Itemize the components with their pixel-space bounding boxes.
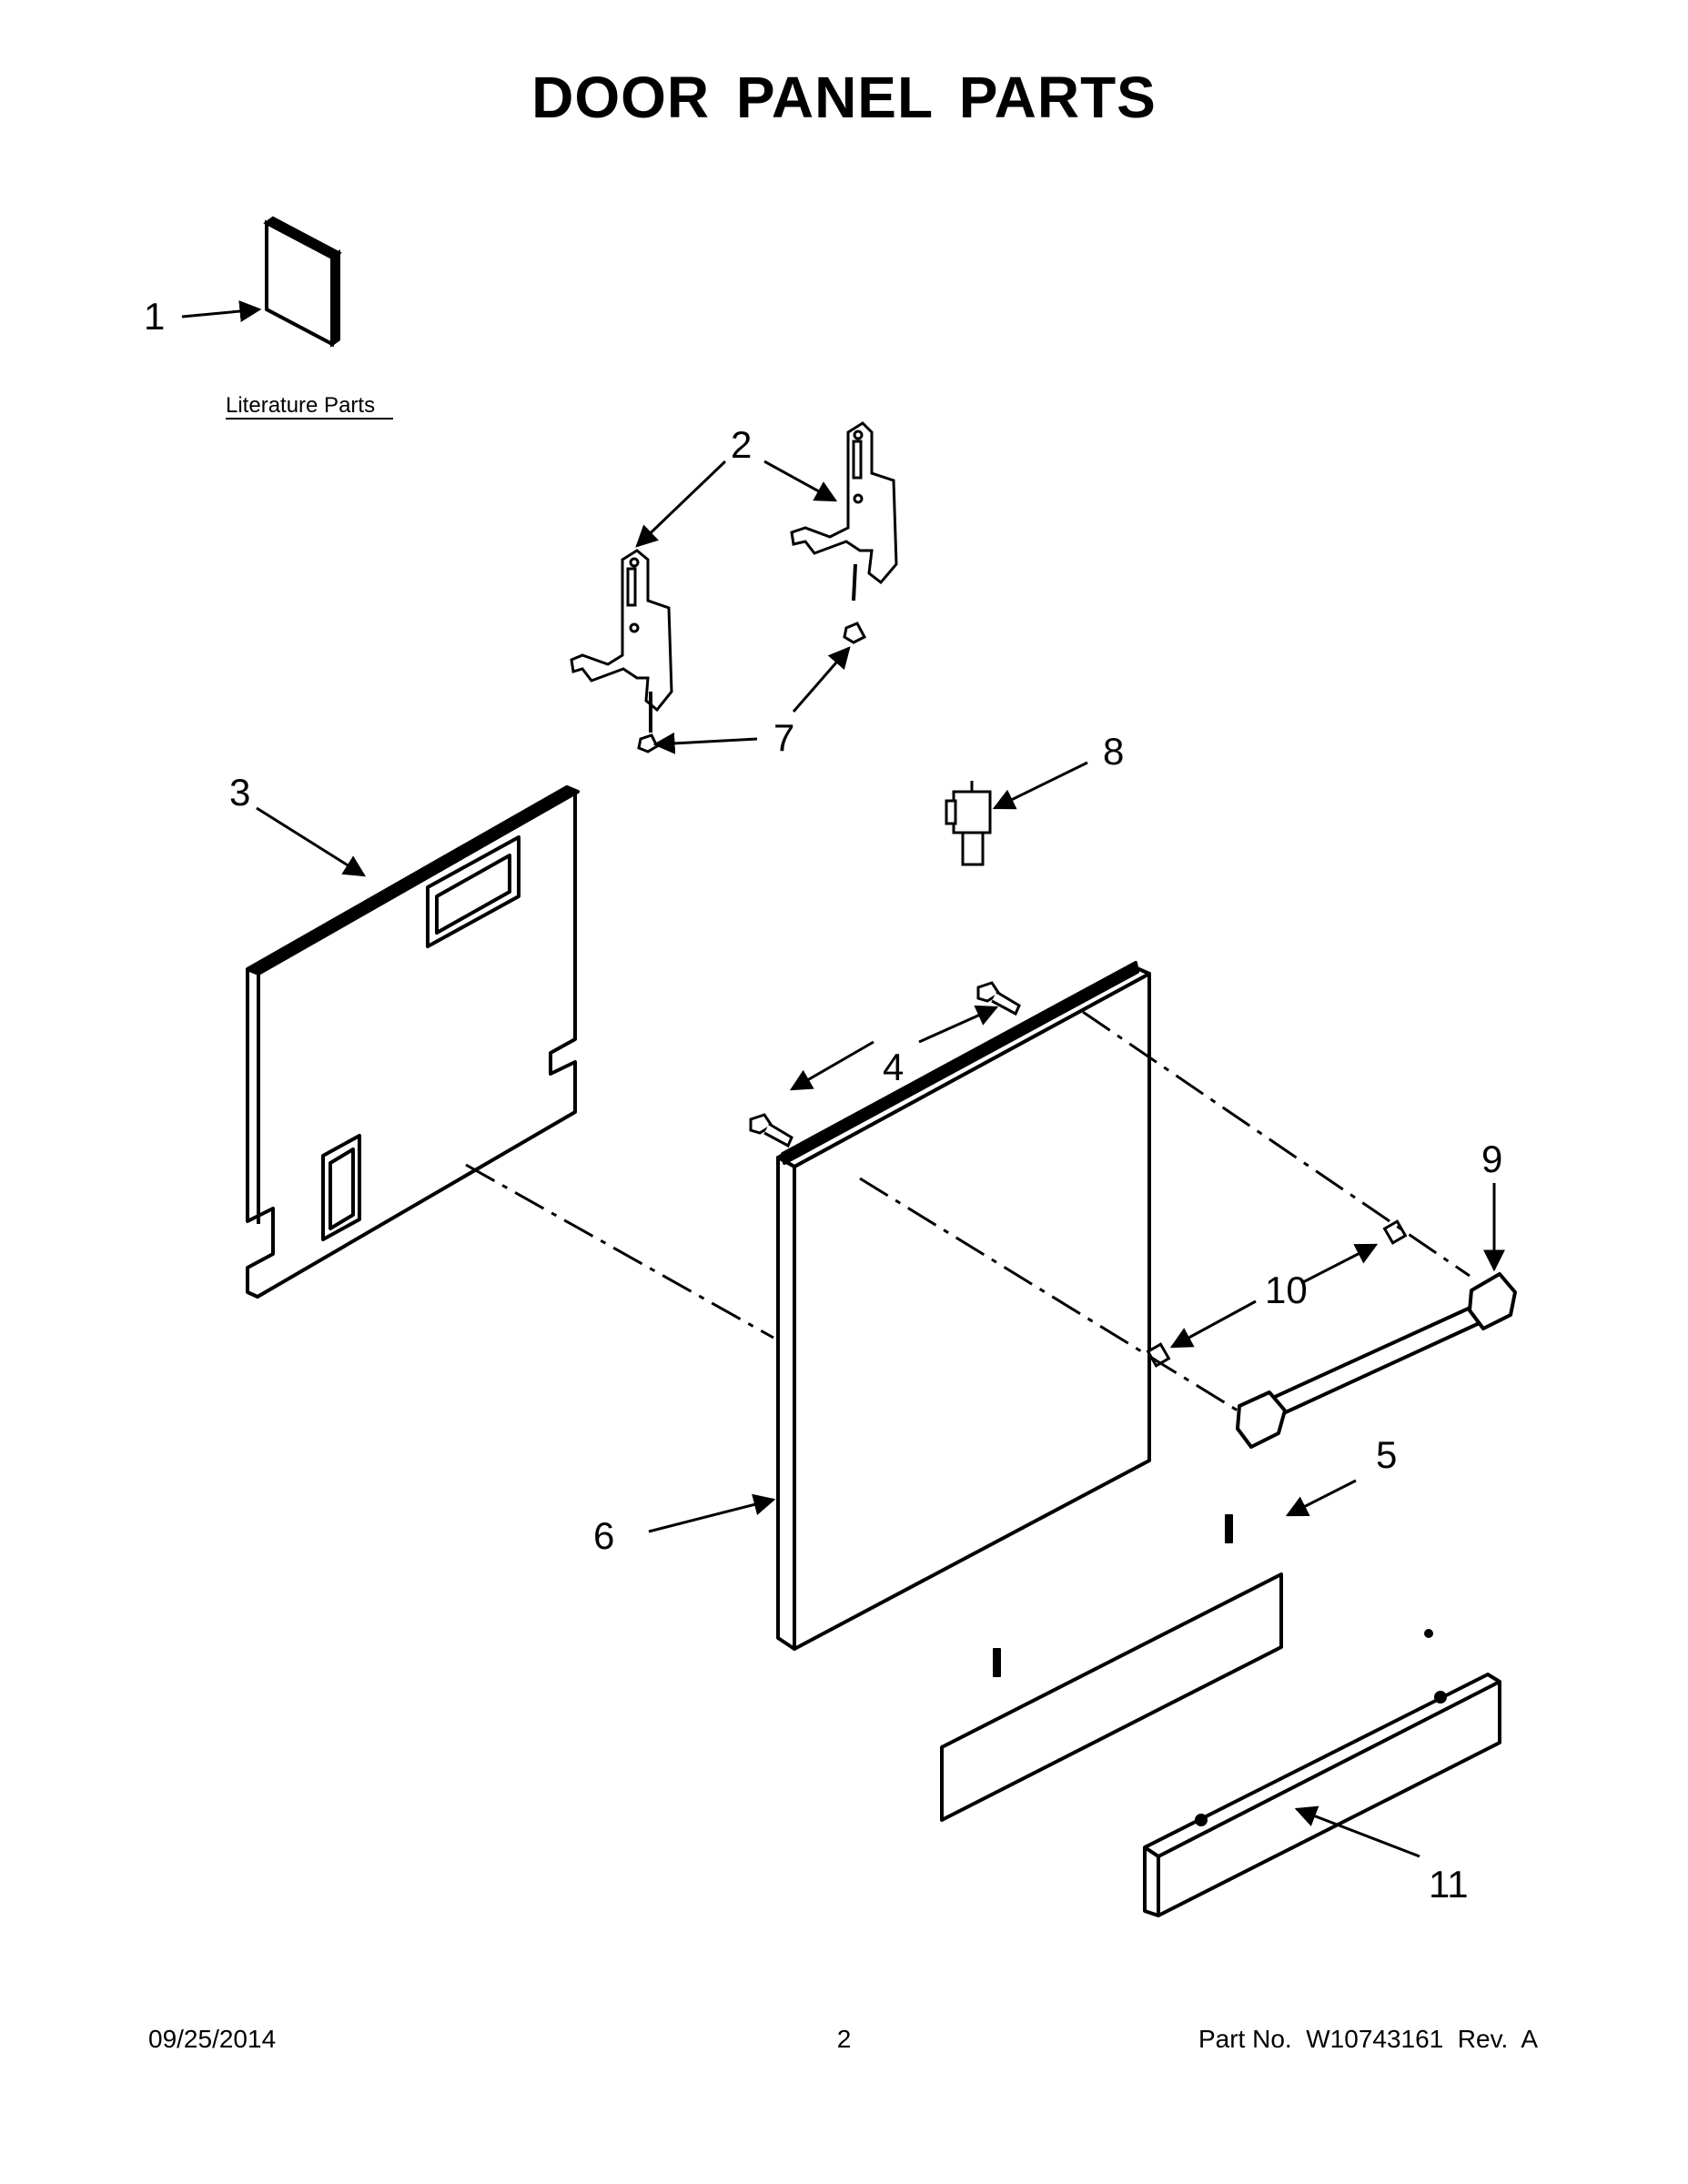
kick-plate xyxy=(940,1514,1283,1822)
hinge-left xyxy=(570,549,673,733)
callout-10: 10 xyxy=(1265,1269,1308,1311)
hinge-clip-left xyxy=(637,733,659,753)
leader-arrows xyxy=(181,300,1505,1858)
outer-door-panel xyxy=(776,961,1151,1651)
callout-2: 2 xyxy=(731,423,752,466)
literature-booklet xyxy=(263,216,342,348)
footer-page-number: 2 xyxy=(836,2025,852,2053)
callout-9: 9 xyxy=(1481,1138,1502,1180)
lower-trim xyxy=(1143,1629,1501,1917)
handle-spacer-top xyxy=(1382,1219,1408,1245)
callout-11: 11 xyxy=(1429,1863,1469,1906)
footer-date: 09/25/2014 xyxy=(148,2025,277,2053)
screw-top xyxy=(976,981,1021,1016)
footer-part-number: Part No. W10743161 Rev. A xyxy=(1198,2025,1538,2053)
callout-5: 5 xyxy=(1376,1433,1397,1476)
callout-4: 4 xyxy=(883,1046,904,1088)
page-title: DOOR PANEL PARTS xyxy=(531,65,1157,130)
callout-7: 7 xyxy=(773,716,794,759)
screw-bottom xyxy=(749,1113,793,1148)
callout-8: 8 xyxy=(1103,730,1124,773)
hinge-clip-right xyxy=(843,622,867,644)
inner-door-panel xyxy=(246,785,580,1299)
callout-1: 1 xyxy=(144,295,165,338)
door-handle xyxy=(1236,1272,1517,1449)
hinge-right xyxy=(790,421,898,602)
callout-3: 3 xyxy=(229,771,250,814)
literature-label: Literature Parts xyxy=(226,393,375,418)
assembly-lines xyxy=(465,1010,1471,1412)
door-switch xyxy=(945,781,992,866)
callout-6: 6 xyxy=(593,1514,614,1557)
